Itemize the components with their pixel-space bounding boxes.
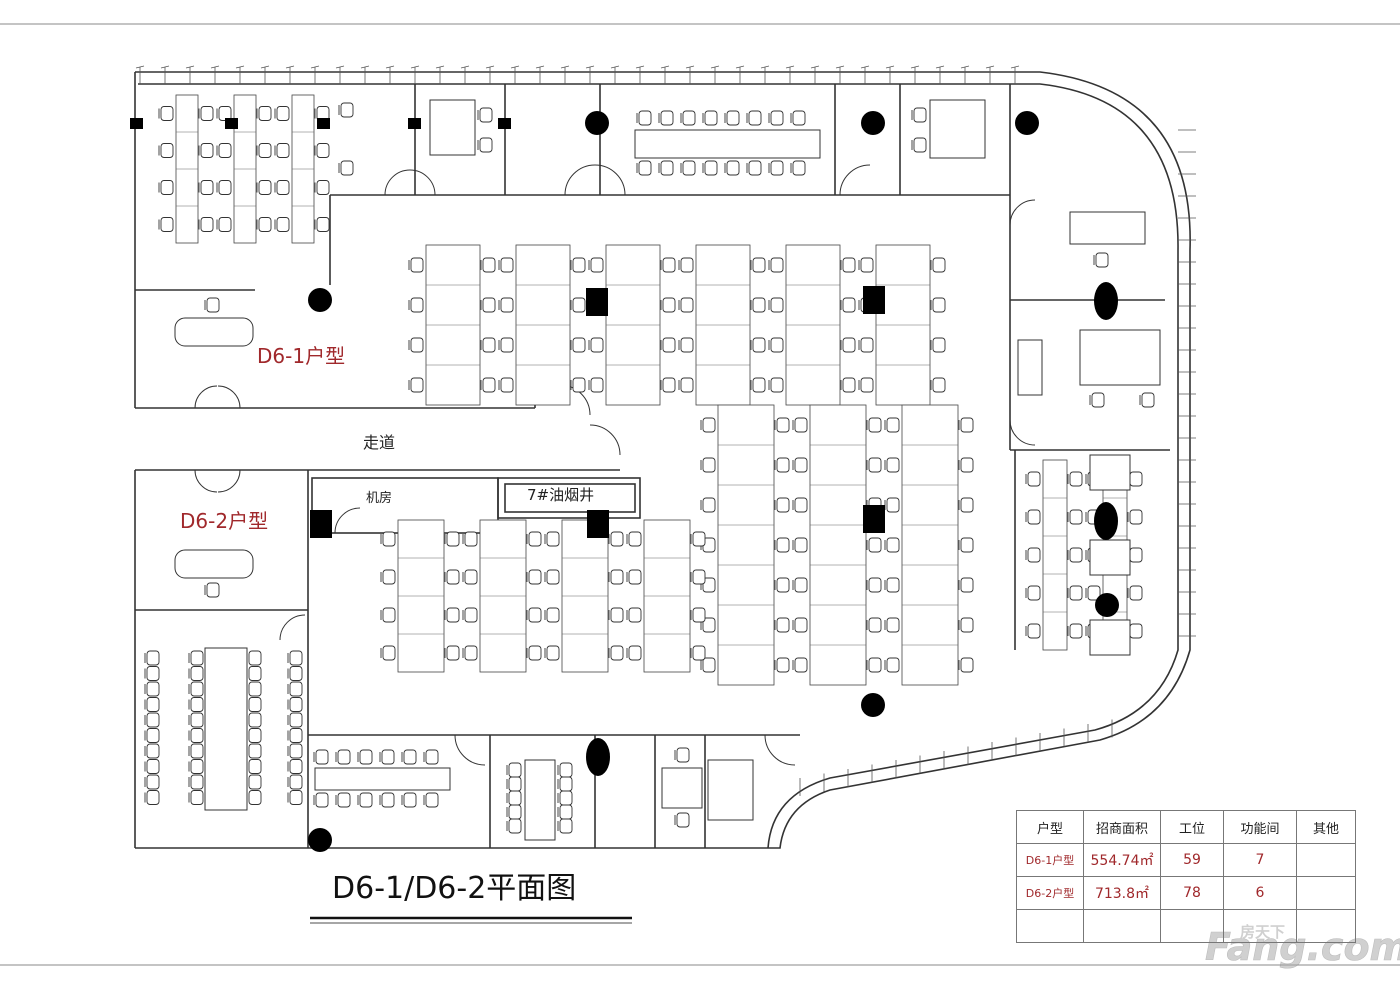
- table-cell: 78: [1160, 876, 1224, 910]
- header-cell: 功能间: [1223, 810, 1297, 844]
- column: [317, 118, 330, 129]
- column: [1094, 282, 1118, 320]
- table-cell: 59: [1160, 843, 1224, 877]
- column: [586, 288, 608, 316]
- column: [1094, 502, 1118, 540]
- table-row-empty: [1016, 909, 1356, 943]
- table-cell: D6-1户型: [1016, 843, 1084, 877]
- summary-table: 户型 招商面积 工位 功能间 其他 D6-1户型 554.74㎡ 59 7 D6…: [1016, 810, 1356, 943]
- table-cell: D6-2户型: [1016, 876, 1084, 910]
- column: [130, 118, 143, 129]
- column: [863, 286, 885, 314]
- table-cell: 6: [1223, 876, 1297, 910]
- header-cell: 工位: [1160, 810, 1224, 844]
- table-cell: 554.74㎡: [1083, 843, 1161, 877]
- column: [498, 118, 511, 129]
- table-cell: 713.8㎡: [1083, 876, 1161, 910]
- header-cell: 招商面积: [1083, 810, 1161, 844]
- workstations: [144, 94, 1155, 834]
- structural-columns: [130, 111, 1119, 852]
- table-cell: 7: [1223, 843, 1297, 877]
- column: [1015, 111, 1039, 135]
- column: [863, 505, 885, 533]
- header-cell: 户型: [1016, 810, 1084, 844]
- column: [585, 111, 609, 135]
- column: [861, 693, 885, 717]
- machine-room-label: 机房: [366, 490, 392, 506]
- column: [587, 510, 609, 538]
- meeting-tables: [174, 99, 1161, 841]
- table-cell: [1296, 876, 1356, 910]
- table-row: D6-1户型 554.74㎡ 59 7: [1016, 843, 1356, 877]
- header-cell: 其他: [1296, 810, 1356, 844]
- corridor-label: 走道: [363, 433, 395, 452]
- column: [310, 510, 332, 538]
- outer-walls: [134, 71, 1191, 849]
- shaft-label: 7#油烟井: [527, 486, 594, 504]
- column: [308, 288, 332, 312]
- column: [861, 111, 885, 135]
- column: [225, 118, 238, 129]
- column: [308, 828, 332, 852]
- column: [586, 738, 610, 776]
- table-row: D6-2户型 713.8㎡ 78 6: [1016, 876, 1356, 910]
- column: [1095, 593, 1119, 617]
- table-header-row: 户型 招商面积 工位 功能间 其他: [1016, 810, 1356, 844]
- facade-mullions: [135, 65, 1196, 796]
- door-swings: [194, 164, 1036, 766]
- unit2-label: D6-2户型: [180, 509, 268, 533]
- unit1-label: D6-1户型: [257, 344, 345, 368]
- column: [408, 118, 421, 129]
- table-cell: [1296, 843, 1356, 877]
- plan-title: D6-1/D6-2平面图: [332, 871, 576, 906]
